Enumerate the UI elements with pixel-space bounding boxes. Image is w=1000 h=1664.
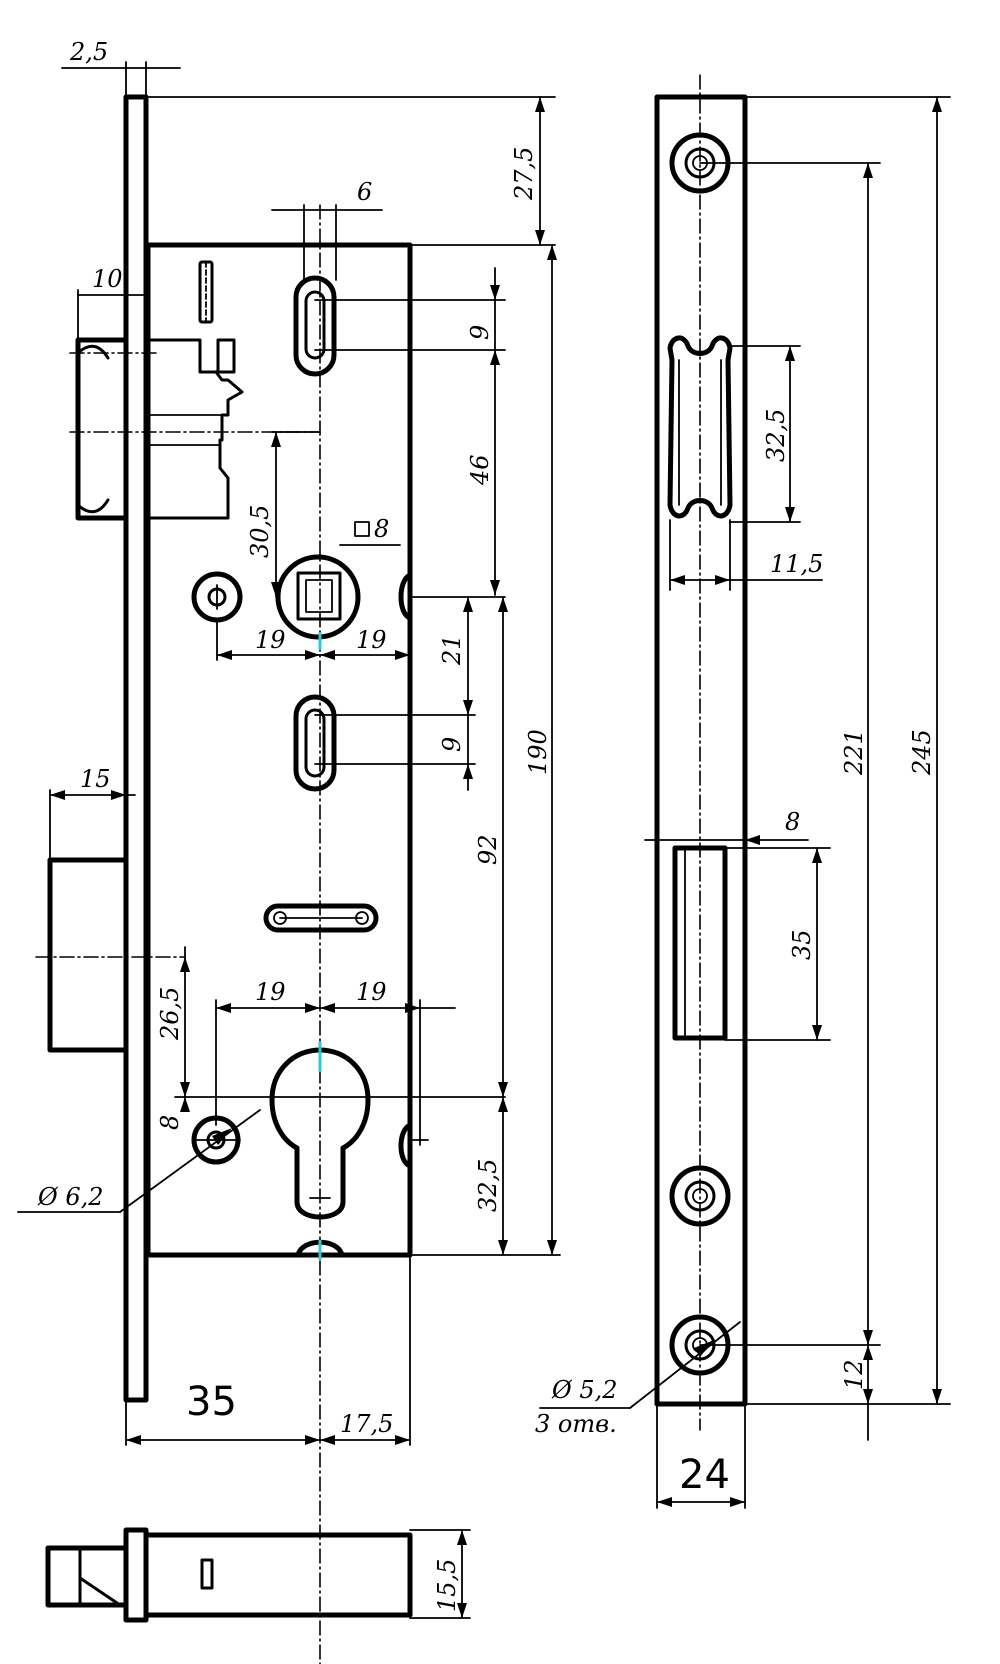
dim-19-right-top: 19 [356, 626, 387, 654]
dim-9-top: 9 [466, 325, 494, 340]
dim-9-mid: 9 [438, 737, 466, 752]
dim-2-5: 2,5 [69, 38, 108, 66]
latch-bolt [69, 337, 321, 521]
dim-8-faceplate: 8 [785, 808, 800, 836]
dim-24: 24 [679, 1452, 730, 1498]
dim-19-left-top: 19 [255, 626, 286, 654]
dim-phi-6-2: Ø 6,2 [37, 1183, 104, 1211]
dim-21: 21 [438, 634, 466, 666]
dim-190: 190 [524, 729, 552, 775]
side-notch-bottom [398, 1122, 413, 1169]
lock-case [145, 242, 413, 1258]
side-notch-top [398, 572, 413, 621]
note-3-holes: 3 отв. [535, 1410, 617, 1438]
dim-15: 15 [80, 765, 111, 793]
dim-27-5: 27,5 [510, 147, 538, 201]
lock-top-view: 15,5 [45, 1527, 471, 1623]
follower-square-hub [275, 554, 361, 640]
faceplate-dimensions: 245 221 12 32,5 11,5 8 [535, 96, 951, 1509]
dim-11-5: 11,5 [770, 550, 823, 578]
dim-10: 10 [92, 265, 123, 293]
oval-slot-top [293, 275, 337, 377]
dim-17-5: 17,5 [340, 1410, 393, 1438]
dim-19-right-bot: 19 [356, 978, 387, 1006]
screw-hole-left [191, 571, 243, 623]
deadbolt [35, 857, 186, 1053]
oval-slot-middle [293, 694, 337, 792]
dim-19-left-bot: 19 [255, 978, 286, 1006]
dim-phi-5-2: Ø 5,2 [551, 1376, 618, 1404]
faceplate-bolt-opening [672, 845, 728, 1041]
lock-body-front-view [35, 94, 413, 1664]
dim-15-5: 15,5 [433, 1559, 461, 1612]
dim-221: 221 [840, 729, 868, 776]
dim-35-faceplate: 35 [788, 929, 816, 960]
dim-30-5: 30,5 [246, 505, 274, 558]
dim-12: 12 [840, 1359, 868, 1390]
dim-32-5-lock: 32,5 [474, 1159, 502, 1212]
dim-8: 8 [156, 1115, 184, 1130]
faceplate-view [654, 74, 748, 1431]
faceplate [654, 94, 748, 1407]
dim-245: 245 [908, 729, 936, 776]
dim-35-backset: 35 [186, 1379, 237, 1425]
dim-46: 46 [466, 454, 494, 486]
euro-cylinder-cutout [269, 1047, 371, 1220]
dim-92: 92 [474, 834, 502, 865]
dim-32-5-faceplate: 32,5 [762, 409, 790, 462]
faceplate-latch-opening [667, 335, 733, 519]
horizontal-slot [263, 903, 379, 933]
dim-26-5: 26,5 [156, 987, 184, 1041]
lock-body-dimensions: 2,5 27,5 6 10 9 46 30,5 [17, 38, 561, 1446]
dim-square-8: 8 [374, 515, 389, 543]
dim-6: 6 [357, 178, 372, 206]
faceplate-screw-middle [669, 1165, 731, 1227]
